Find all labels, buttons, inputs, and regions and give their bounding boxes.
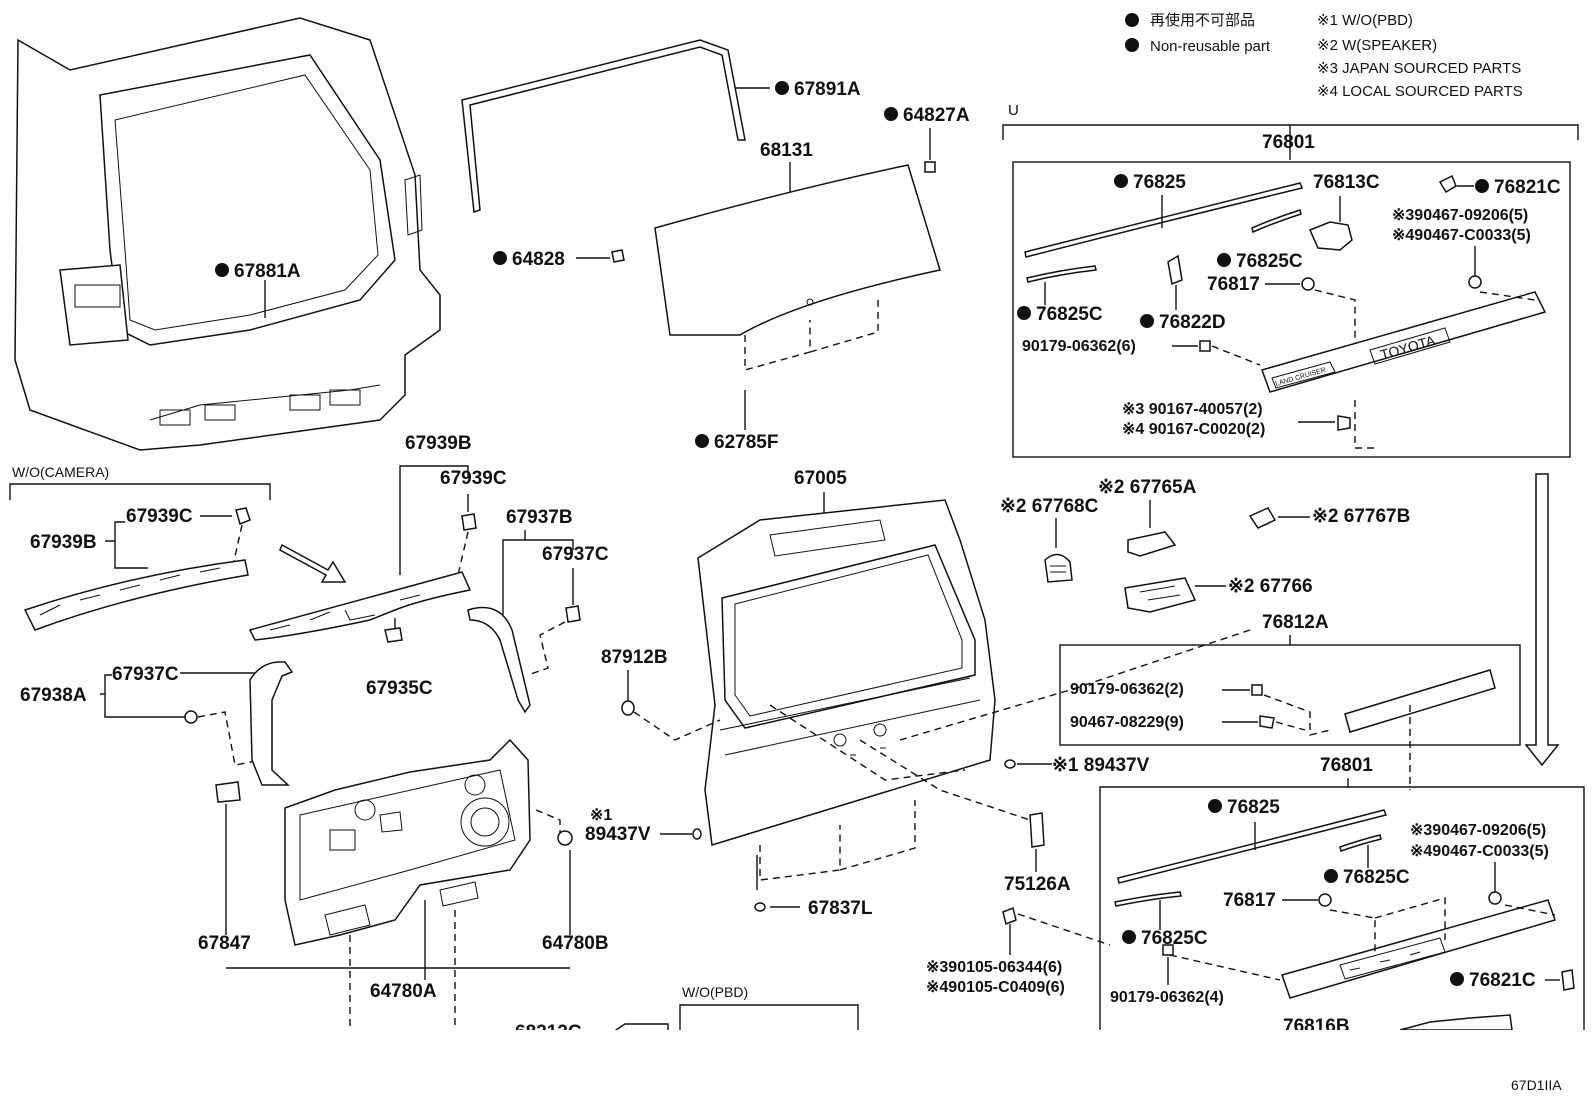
part-67939B-mid: 67939B: [405, 433, 472, 454]
legend-note-1: ※1 W/O(PBD): [1317, 12, 1413, 29]
wo-camera-group: W/O(CAMERA) 67939B 67939C: [9, 464, 271, 631]
caption-wo-camera: W/O(CAMERA): [12, 464, 109, 480]
part-90179-06362-6: 90179-06362(6): [1022, 338, 1136, 355]
part-76817-bot: 76817: [1223, 890, 1276, 911]
part-67937C-b: 67937C: [112, 664, 179, 685]
part-76821C-top: 76821C: [1494, 177, 1561, 198]
arrow-down-icon: [1524, 473, 1560, 767]
part-76822D: 76822D: [1159, 312, 1226, 333]
part-90467-08229: 90467-08229(9): [1070, 714, 1184, 731]
part-67935C: 67935C: [366, 678, 433, 699]
part-76825-top: 76825: [1133, 172, 1186, 193]
legend-note-2: ※2 W(SPEAKER): [1317, 37, 1437, 54]
upper-trim-group: 67939B 67939C 67935C 67937B 67937C 67938…: [20, 433, 609, 786]
part-76825C-top-a: 76825C: [1236, 251, 1303, 272]
part-89437V-note: ※1: [590, 807, 612, 824]
legend-note-4: ※4 LOCAL SOURCED PARTS: [1317, 83, 1523, 100]
part-76801-bottom: 76801: [1320, 755, 1373, 776]
part-90105-C0409: ※490105-C0409(6): [926, 979, 1065, 996]
part-76825C-top-b: 76825C: [1036, 304, 1103, 325]
caption-u: U: [1008, 102, 1019, 119]
part-76817-top: 76817: [1207, 274, 1260, 295]
part-76813C: 76813C: [1313, 172, 1380, 193]
part-67005: 67005: [794, 468, 847, 489]
part-90167-C0020: ※4 90167-C0020(2): [1122, 421, 1265, 438]
part-67766: ※2 67766: [1228, 576, 1313, 597]
part-90179-06362-4: 90179-06362(4): [1110, 989, 1224, 1006]
part-90179-06362-2: 90179-06362(2): [1070, 681, 1184, 698]
legend: 再使用不可部品 Non-reusable part ※1 W/O(PBD) ※2…: [1125, 12, 1523, 100]
part-67765A: ※2 67765A: [1098, 477, 1197, 498]
part-64780B: 64780B: [542, 933, 609, 954]
pointer-arrow-icon: [279, 543, 347, 583]
legend-non-reusable-en: Non-reusable part: [1150, 38, 1271, 55]
part-89437V-right: ※1 89437V: [1052, 755, 1150, 776]
back-door-panel: 67005 87912B 67837L ※1 89437V: [585, 468, 1251, 919]
part-67837L: 67837L: [808, 898, 873, 919]
legend-note-3: ※3 JAPAN SOURCED PARTS: [1317, 60, 1521, 77]
stopper-and-bolts: 75126A ※390105-06344(6) ※490105-C0409(6): [926, 812, 1111, 996]
part-67939C-mid: 67939C: [440, 468, 507, 489]
garnish-assembly-bottom: 76801 76825 ※390467-09206(5) ※490467-C00…: [1099, 755, 1585, 1040]
vehicle-rear-illustration: 67881A: [14, 17, 441, 451]
garnish-76812A: 76812A 90179-06362(2) 90467-08229(9): [1059, 612, 1521, 790]
part-76825C-bot-a: 76825C: [1343, 867, 1410, 888]
back-door-glass-group: 67891A 64827A 68131 64828 62785F: [461, 39, 970, 453]
legend-non-reusable-jp: 再使用不可部品: [1150, 12, 1255, 29]
cushion-89437V: ※1 89437V: [1004, 755, 1150, 776]
part-67881A: 67881A: [234, 261, 301, 282]
garnish-assembly-top: U 76801 76825 76813C 76821C ※390467-0920…: [1002, 102, 1579, 458]
part-67939B-left: 67939B: [30, 532, 97, 553]
part-90467-09206-top: ※390467-09206(5): [1392, 207, 1528, 224]
part-64780A: 64780A: [370, 981, 437, 1002]
part-68131: 68131: [760, 140, 813, 161]
part-90467-C0033-bot: ※490467-C0033(5): [1410, 843, 1549, 860]
part-62785F: 62785F: [714, 432, 778, 453]
part-90467-C0033-top: ※490467-C0033(5): [1392, 227, 1531, 244]
part-67937C-a: 67937C: [542, 544, 609, 565]
part-87912B: 87912B: [601, 647, 668, 668]
part-90105-06344: ※390105-06344(6): [926, 959, 1062, 976]
part-64827A: 64827A: [903, 105, 970, 126]
part-67939C-left: 67939C: [126, 506, 193, 527]
drawing-code-label: 67D1IIA: [1511, 1077, 1562, 1093]
part-76821C-bot: 76821C: [1469, 970, 1536, 991]
caption-wo-pbd: W/O(PBD): [682, 984, 748, 1000]
speaker-components: ※2 67768C ※2 67765A ※2 67767B ※2 67766: [1000, 477, 1410, 613]
part-76825-bottom: 76825: [1227, 797, 1280, 818]
part-67938A: 67938A: [20, 685, 87, 706]
part-90467-09206-bot: ※390467-09206(5): [1410, 822, 1546, 839]
part-67937B: 67937B: [506, 507, 573, 528]
part-76825C-bot-b: 76825C: [1141, 928, 1208, 949]
part-67767B: ※2 67767B: [1312, 506, 1410, 527]
part-76801-top: 76801: [1262, 132, 1315, 153]
part-76812A: 76812A: [1262, 612, 1329, 633]
part-75126A: 75126A: [1004, 874, 1071, 895]
part-64828: 64828: [512, 249, 565, 270]
part-67891A: 67891A: [794, 79, 861, 100]
crop-mask: [0, 1030, 1592, 1075]
part-67768C: ※2 67768C: [1000, 496, 1099, 517]
part-67847: 67847: [198, 933, 251, 954]
lower-trim-group: 67847 64780B 64780A: [198, 738, 609, 1030]
part-89437V-left: 89437V: [585, 824, 651, 845]
part-90167-40057: ※3 90167-40057(2): [1122, 401, 1263, 418]
